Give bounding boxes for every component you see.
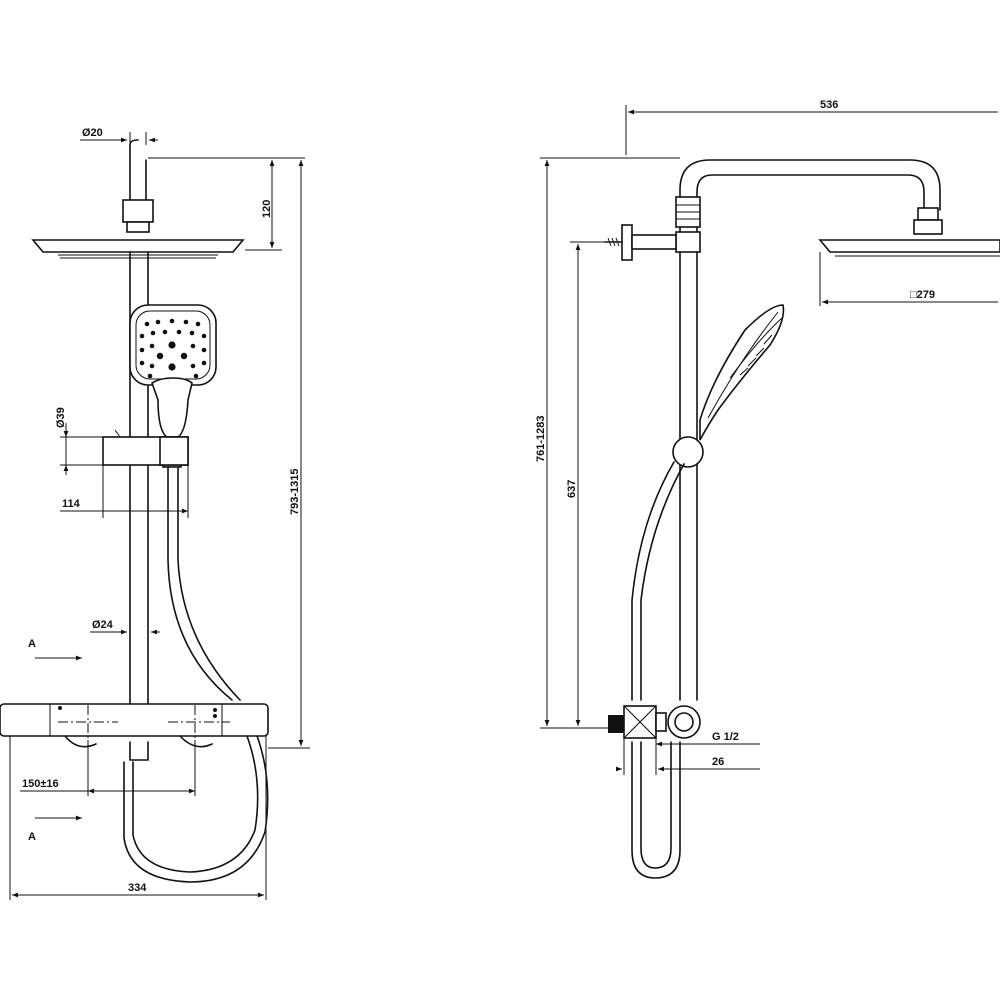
side-view: 536 761-1283 637 □279 G 1/2 26 bbox=[535, 99, 1000, 879]
dim-pipe-diameter: Ø20 bbox=[82, 127, 103, 139]
front-view: A A Ø20 120 793-1315 bbox=[0, 127, 310, 900]
front-slider bbox=[102, 429, 189, 466]
dim-holder-offset: 114 bbox=[62, 498, 81, 510]
side-overhead-head bbox=[818, 239, 1000, 257]
side-hose bbox=[631, 461, 685, 879]
side-mixer bbox=[608, 705, 701, 739]
front-top-pipe bbox=[122, 139, 154, 233]
section-marks: A A bbox=[28, 638, 82, 843]
dim-thread: G 1/2 bbox=[712, 731, 739, 743]
side-wall-bracket bbox=[604, 224, 677, 261]
dim-head-size: □279 bbox=[910, 289, 935, 301]
dim-overall-width: 334 bbox=[128, 882, 147, 894]
dim-inlet-spacing: 150±16 bbox=[22, 778, 59, 790]
section-mark-bottom: A bbox=[28, 831, 36, 843]
side-arm bbox=[679, 159, 943, 235]
dim-rail-diameter: Ø24 bbox=[92, 619, 114, 631]
side-dimensions: 536 761-1283 637 □279 G 1/2 26 bbox=[535, 99, 998, 775]
front-dimensions: Ø20 120 793-1315 Ø39 114 bbox=[9, 127, 310, 900]
dim-arm-height: 120 bbox=[261, 200, 273, 218]
dim-adjust-range: 761-1283 bbox=[535, 416, 547, 463]
front-mixer bbox=[0, 703, 269, 748]
dim-depth: 26 bbox=[712, 756, 724, 768]
dim-bracket-height: 637 bbox=[566, 480, 578, 498]
dim-arm-reach: 536 bbox=[820, 99, 838, 111]
side-hand-shower bbox=[672, 304, 785, 468]
section-mark-top: A bbox=[28, 638, 36, 650]
side-rail bbox=[675, 196, 701, 701]
dim-total-height: 793-1315 bbox=[289, 469, 301, 516]
dim-holder-diameter: Ø39 bbox=[55, 407, 67, 428]
front-hose bbox=[123, 467, 269, 883]
front-overhead-head bbox=[31, 239, 245, 259]
